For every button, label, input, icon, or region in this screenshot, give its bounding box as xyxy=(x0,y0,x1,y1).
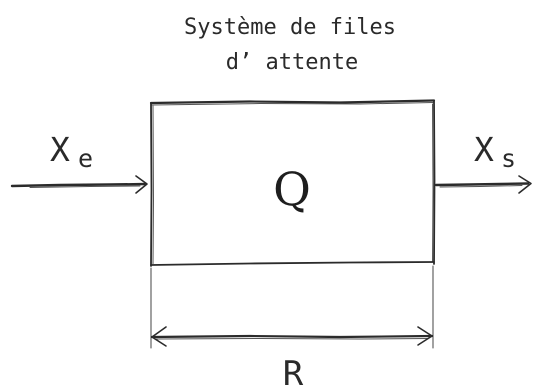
queue-box xyxy=(149,99,436,267)
input-flow-label: X e xyxy=(50,130,93,173)
dimension-label: R xyxy=(283,354,304,387)
output-subscript: s xyxy=(501,144,516,173)
dimension-arrow xyxy=(150,326,434,347)
dimension-extension-lines xyxy=(150,265,434,349)
output-symbol: X xyxy=(474,130,494,169)
input-symbol: X xyxy=(50,130,70,169)
diagram-title-line-2: d’ attente xyxy=(226,50,358,75)
input-subscript: e xyxy=(78,144,93,173)
queue-label: Q xyxy=(273,162,311,216)
output-arrow xyxy=(434,175,532,194)
diagram-title-line-1: Système de files xyxy=(184,15,396,40)
output-flow-label: X s xyxy=(474,130,516,173)
input-arrow xyxy=(10,175,148,194)
